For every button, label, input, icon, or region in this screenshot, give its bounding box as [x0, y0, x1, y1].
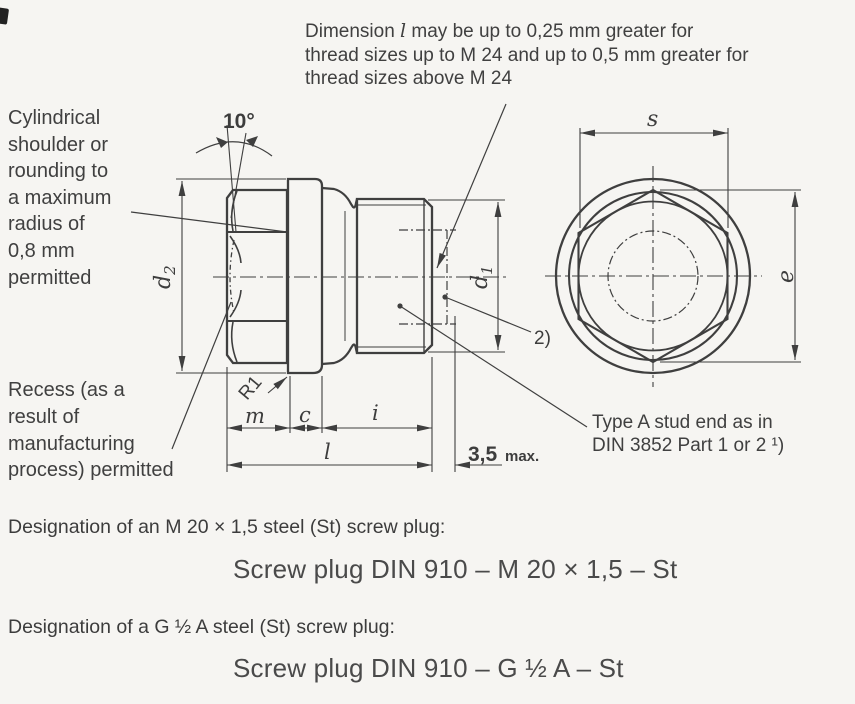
hex-chamfer-arc — [229, 235, 242, 264]
note-rest: may be up to 0,25 mm greater for thread … — [305, 21, 749, 89]
label-cylindrical-shoulder: Cylindrical shoulder or rounding to a ma… — [8, 107, 112, 289]
d2-label: d2 — [151, 265, 179, 289]
angle-arrow-right — [246, 136, 258, 147]
dimensions — [176, 124, 801, 472]
footnote-2-ref: 2) — [534, 328, 551, 349]
hex-chamfer-arc — [230, 321, 238, 363]
l-label: l — [324, 440, 331, 464]
designation-1-label: Designation of an M 20 × 1,5 steel (St) … — [8, 516, 446, 538]
shoulder-leader — [130, 211, 288, 233]
ref2-leader — [444, 296, 532, 333]
angle-arc — [195, 141, 273, 157]
neck-bottom-contour — [321, 343, 359, 366]
label-type-a-stud-end: Type A stud end as in DIN 3852 Part 1 or… — [592, 412, 785, 456]
r1-leader — [267, 376, 288, 394]
s-extension-lines — [579, 128, 729, 228]
recess-leader — [171, 301, 232, 450]
designation-1-value: Screw plug DIN 910 – M 20 × 1,5 – St — [233, 554, 678, 584]
e-label: e — [774, 270, 799, 283]
shoulder-circle — [554, 177, 752, 375]
r1-label: R1 — [235, 372, 267, 404]
c-label: c — [299, 403, 311, 427]
hex-face-lines — [227, 231, 287, 322]
side-view — [213, 177, 508, 375]
note-dimension-l: Dimension l may be up to 0,25 mm greater… — [305, 20, 855, 91]
thread-outline — [355, 197, 434, 355]
length-extension-lines — [226, 316, 456, 472]
angle-face-line — [230, 132, 247, 219]
leaders — [130, 103, 588, 450]
d2-extension-lines — [176, 178, 286, 374]
d1-label: d1 — [468, 265, 496, 289]
m-label: m — [245, 404, 265, 428]
e-extension-lines — [660, 189, 801, 363]
designation-2-value: Screw plug DIN 910 – G ½ A – St — [233, 653, 624, 683]
i-label: i — [372, 401, 379, 425]
neck-top-contour — [321, 186, 359, 209]
shoulder-flange-outline — [286, 177, 324, 375]
thread-root-lines — [358, 204, 426, 348]
head-circle — [567, 190, 739, 362]
angle-ref-line — [226, 124, 237, 233]
angle-label: 10° — [223, 110, 255, 133]
note-prefix: Dimension — [305, 21, 401, 42]
hex-chamfer-arc — [229, 289, 242, 318]
max-unit: max. — [505, 448, 539, 465]
designation-2-label: Designation of a G ½ A steel (St) screw … — [8, 616, 395, 638]
thread-phantom-circle — [607, 230, 699, 322]
max-value: 3,5 — [468, 443, 498, 466]
note-variable-l: l — [400, 20, 407, 42]
s-label: s — [647, 107, 658, 132]
stud-leader — [399, 305, 588, 428]
label-recess: Recess (as a result of manufacturing pro… — [8, 379, 174, 482]
recess-arc — [229, 239, 235, 314]
note-leader — [436, 103, 507, 269]
angle-arrow-left — [216, 137, 228, 148]
hexagon — [577, 188, 729, 364]
d1-extension-lines — [428, 199, 505, 353]
phantom-stud-end — [399, 229, 456, 325]
chamfer-circle — [577, 200, 729, 352]
end-view — [545, 166, 762, 387]
